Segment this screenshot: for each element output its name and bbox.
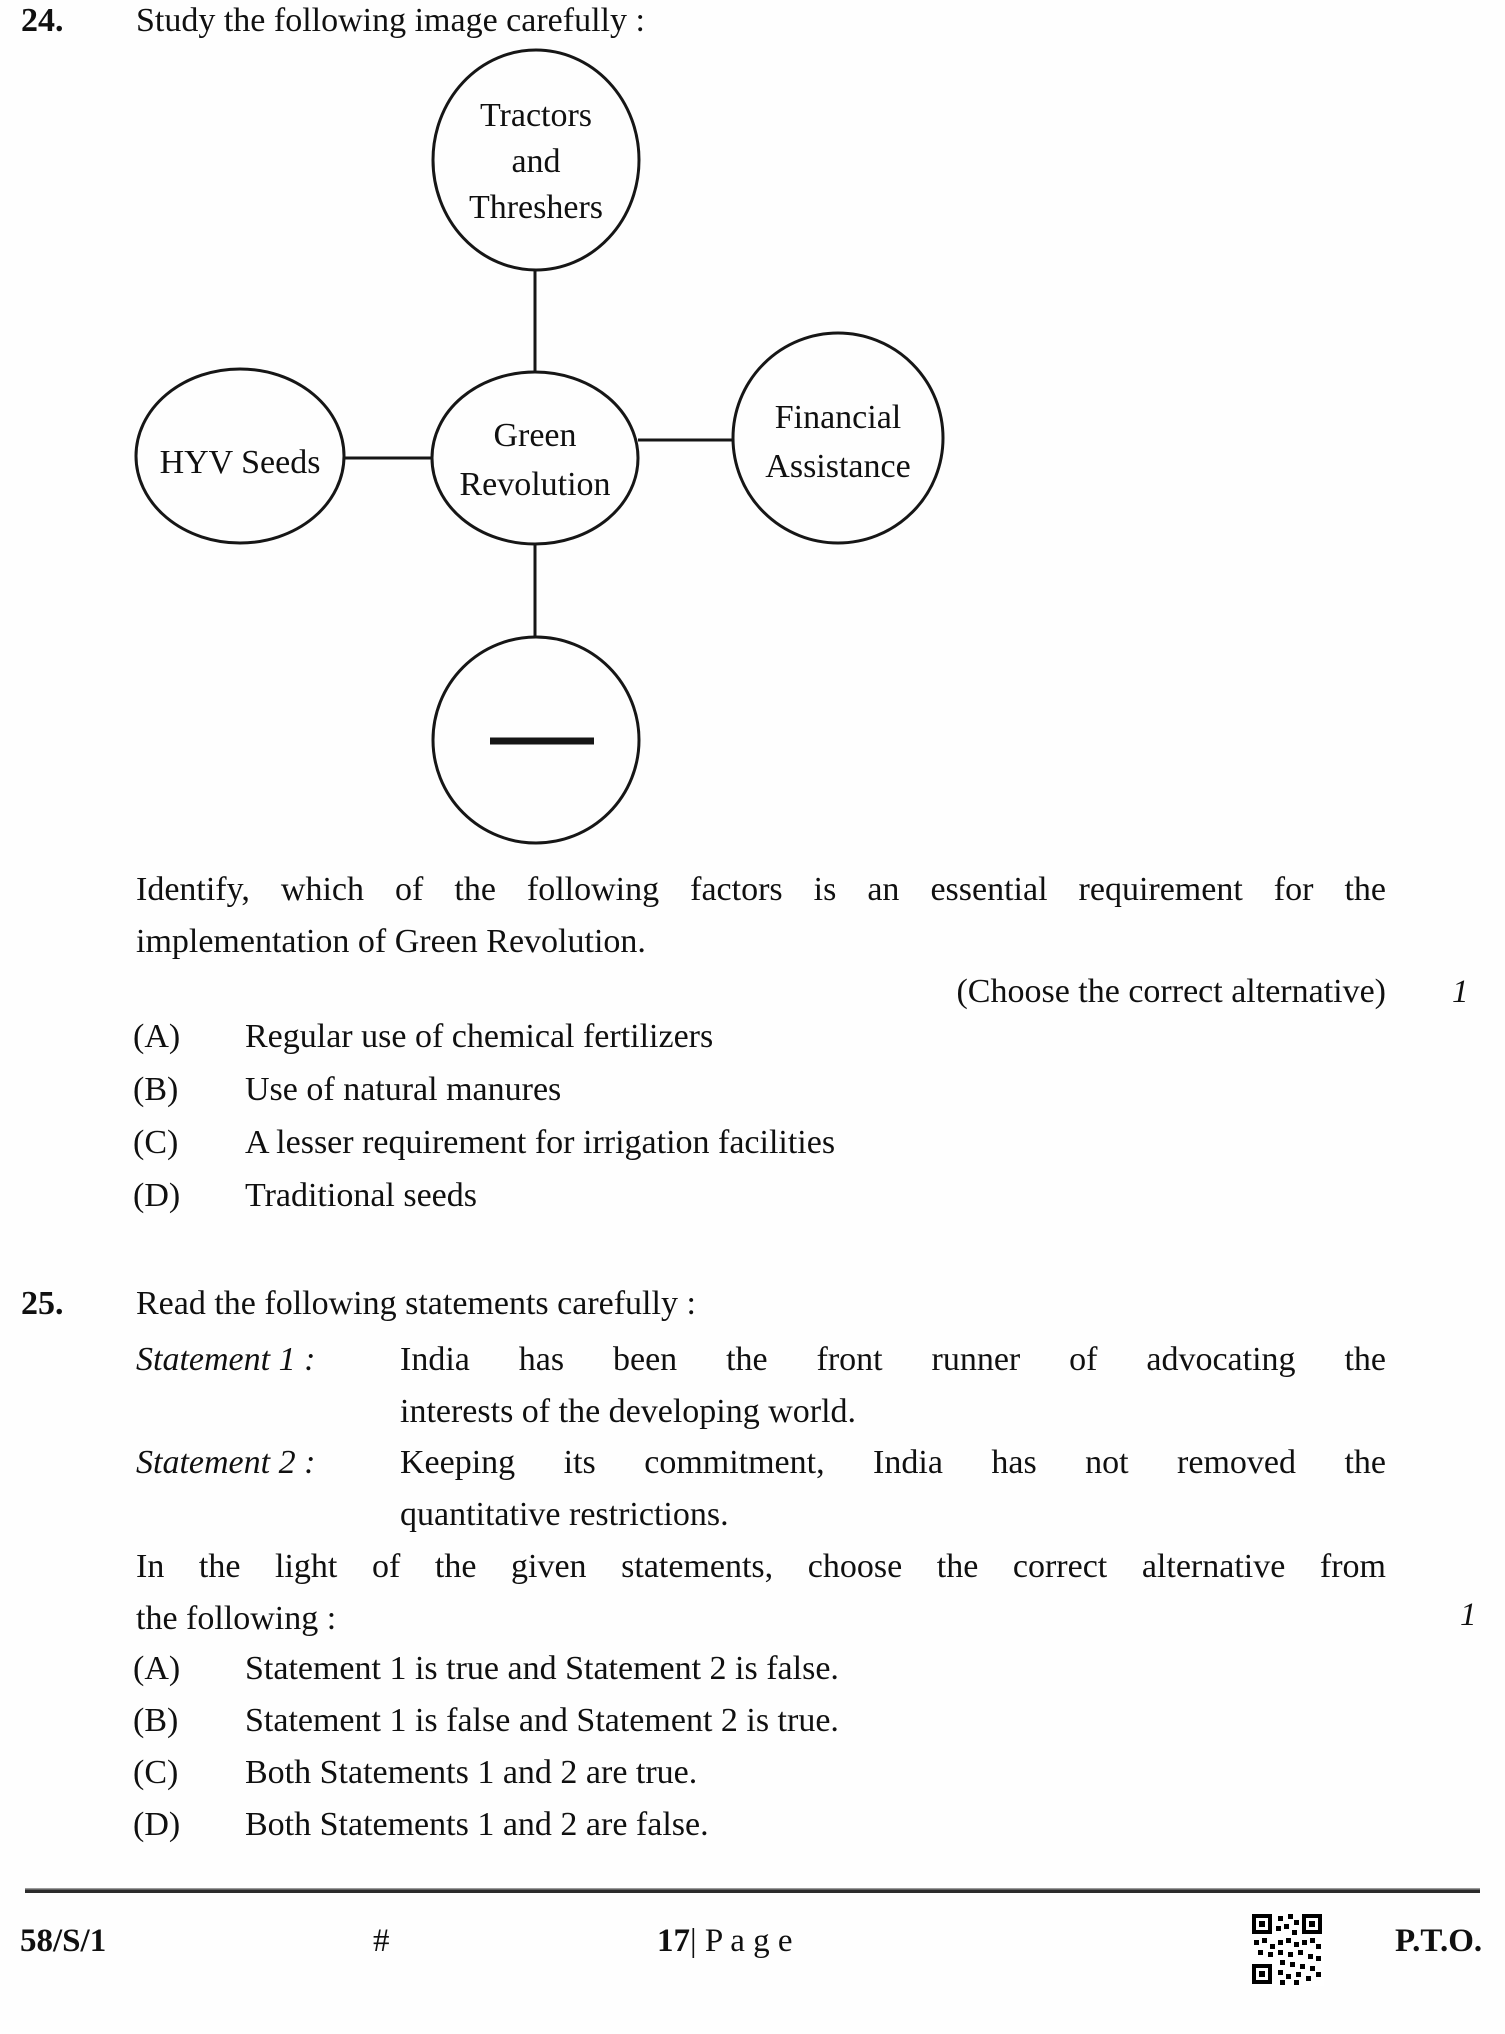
footer-pto: P.T.O. <box>1395 1923 1483 1959</box>
qr-code <box>1250 1912 1324 1986</box>
circle-hyv-seeds <box>134 367 346 545</box>
q24-option-b: (B) Use of natural manures <box>133 1067 561 1113</box>
q24-option-d-text: Traditional seeds <box>245 1177 478 1214</box>
q25-option-d-label: (D) <box>133 1806 181 1843</box>
label-threshers: Threshers <box>469 189 603 226</box>
label-tractors: Tractors <box>480 97 592 134</box>
label-assistance: Assistance <box>765 448 910 485</box>
q25-option-a: (A) Statement 1 is true and Statement 2 i… <box>133 1646 839 1692</box>
q25-option-d-text: Both Statements 1 and 2 are false. <box>245 1806 709 1843</box>
circle-financial-assistance <box>731 331 945 545</box>
statement-2-label: Statement 2 : <box>136 1444 316 1481</box>
q24-option-d: (D) Traditional seeds <box>133 1173 477 1219</box>
footer-paper-code: 58/S/1 <box>20 1923 107 1959</box>
q25-marks: 1 <box>1460 1597 1477 1633</box>
label-hyv-seeds: HYV Seeds <box>160 444 321 481</box>
q24-option-a: (A) Regular use of chemical fertilizers <box>133 1014 713 1060</box>
footer-hash-mark: # <box>373 1923 390 1959</box>
q24-marks: 1 <box>1452 974 1469 1010</box>
q25-option-c: (C) Both Statements 1 and 2 are true. <box>133 1750 697 1796</box>
q24-option-c-label: (C) <box>133 1124 179 1161</box>
q24-option-b-label: (B) <box>133 1071 179 1108</box>
q24-choose-note: (Choose the correct alternative) <box>956 973 1386 1010</box>
q25-closing-line2: the following : <box>136 1600 337 1637</box>
label-and: and <box>511 143 560 180</box>
circle-tractors-threshers <box>431 48 641 272</box>
q25-option-d: (D) Both Statements 1 and 2 are false. <box>133 1802 709 1848</box>
circle-green-revolution <box>430 370 640 546</box>
q25-option-c-label: (C) <box>133 1754 179 1791</box>
question-25-prompt: Read the following statements carefully … <box>136 1285 696 1322</box>
label-financial: Financial <box>775 399 902 436</box>
q25-option-c-text: Both Statements 1 and 2 are true. <box>245 1754 698 1791</box>
q25-option-b-text: Statement 1 is false and Statement 2 is … <box>245 1702 839 1739</box>
q24-option-c-text: A lesser requirement for irrigation faci… <box>245 1124 836 1161</box>
q25-option-b: (B) Statement 1 is false and Statement 2 … <box>133 1698 839 1744</box>
statement-2-line2: quantitative restrictions. <box>400 1496 729 1533</box>
q24-question-line1: Identify, which of the following factors… <box>136 871 1386 908</box>
statement-1-label: Statement 1 : <box>136 1341 316 1378</box>
statement-2-line1: Keeping its commitment, India has not re… <box>400 1444 1386 1481</box>
green-revolution-diagram: Tractors and Threshers HYV Seeds Green R… <box>134 48 945 845</box>
footer-page-word: P a g e <box>704 1923 793 1959</box>
footer-page-indicator: 17| P a g e <box>657 1919 793 1963</box>
q25-option-b-label: (B) <box>133 1702 179 1739</box>
label-revolution: Revolution <box>459 466 610 503</box>
circle-blank <box>431 635 641 845</box>
q24-option-d-label: (D) <box>133 1177 181 1214</box>
q25-closing-line1: In the light of the given statements, ch… <box>136 1548 1386 1585</box>
question-24-prompt: Study the following image carefully : <box>136 2 645 39</box>
label-green: Green <box>493 417 576 454</box>
q24-option-c: (C) A lesser requirement for irrigation f… <box>133 1120 835 1166</box>
footer-page-separator: | <box>690 1923 697 1959</box>
q25-option-a-label: (A) <box>133 1650 181 1687</box>
q24-option-a-text: Regular use of chemical fertilizers <box>245 1018 714 1055</box>
q24-question-line2: implementation of Green Revolution. <box>136 923 646 960</box>
footer-divider <box>25 1888 1480 1893</box>
footer-page-number: 17 <box>657 1923 690 1959</box>
q24-option-b-text: Use of natural manures <box>245 1071 562 1108</box>
question-25-number: 25. <box>21 1285 64 1322</box>
q24-option-a-label: (A) <box>133 1018 181 1055</box>
question-24-number: 24. <box>21 2 64 39</box>
q25-option-a-text: Statement 1 is true and Statement 2 is f… <box>245 1650 839 1687</box>
statement-1-line1: India has been the front runner of advoc… <box>400 1341 1386 1378</box>
statement-1-line2: interests of the developing world. <box>400 1393 857 1430</box>
